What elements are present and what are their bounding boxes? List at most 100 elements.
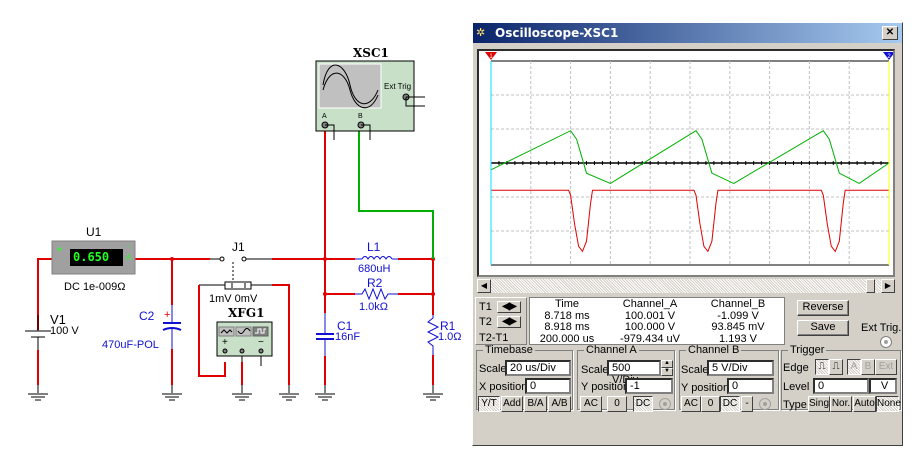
trace-channel-b	[490, 130, 890, 184]
mode-add-button[interactable]: Add	[501, 396, 523, 412]
ground-icon	[279, 393, 299, 401]
dt-channel-b: 1.193 V	[719, 332, 757, 345]
trigger-level-unit[interactable]: V	[869, 378, 897, 394]
trigger-level-input[interactable]: 0	[813, 378, 869, 394]
u1-mode: DC 1e-009Ω	[64, 281, 126, 293]
ground-icon	[423, 393, 443, 401]
oscilloscope-app-icon: ✲	[476, 26, 486, 39]
dt-channel-a: -979.434 uV	[620, 332, 680, 345]
channel-a-scale-spinner[interactable]: ▲▼	[661, 360, 673, 376]
l1-value: 680uH	[358, 263, 391, 275]
type-label: Type	[783, 399, 807, 411]
dt-time: 200.000 us	[539, 332, 595, 345]
capacitor-c2[interactable]	[162, 259, 182, 393]
title-bar[interactable]: ✲ Oscilloscope-XSC1	[473, 23, 902, 43]
arrow-left-icon: ◀	[480, 281, 488, 290]
cursor-controls: T1 ◀▶ T2 ◀▶ T2-T1	[475, 297, 527, 345]
timebase-scale-input[interactable]: 20 us/Div	[505, 360, 571, 376]
channel-a-ac-button[interactable]: AC	[580, 396, 602, 412]
mode-ab-button[interactable]: A/B	[548, 396, 571, 412]
xfg1-minus: −	[258, 337, 264, 348]
t1-channel-b: -1.099 V	[717, 309, 759, 322]
mode-yt-button[interactable]: Y/T	[478, 396, 500, 412]
ext-trig-terminal-label: Ext Trig	[384, 82, 412, 91]
resistor-r2[interactable]	[355, 287, 398, 301]
circuit-wiring	[25, 60, 443, 401]
scroll-thumb[interactable]	[866, 279, 875, 293]
spin-up-icon[interactable]: ▲	[661, 360, 673, 368]
channel-b-terminal[interactable]	[759, 398, 771, 410]
x-position-input[interactable]: 0	[525, 378, 571, 394]
trigger-source-b-button[interactable]: B	[861, 359, 875, 375]
channel-a-scale-label: Scale	[581, 364, 609, 376]
c2-label: C2	[139, 309, 155, 323]
readout-table: Time 8.718 ms 8.918 ms 200.000 us Channe…	[529, 297, 785, 345]
trigger-source-a-button[interactable]: A	[847, 359, 861, 375]
schematic-canvas[interactable]: XSC1 Ext Trig A B U1 0.650 + - A DC 1e-0…	[0, 0, 470, 446]
channel-b-ac-button[interactable]: AC	[681, 396, 701, 412]
wire-main[interactable]	[135, 257, 435, 261]
wire-v1[interactable]	[37, 258, 52, 393]
resistor-r1[interactable]	[426, 315, 440, 355]
ground-icon	[232, 393, 252, 401]
capacitor-c1[interactable]	[316, 313, 334, 356]
channel-b-ypos-input[interactable]: 0	[727, 378, 774, 394]
u1-plus: +	[57, 244, 63, 254]
trigger-single-button[interactable]: Sing.	[808, 396, 832, 412]
t2-channel-a: 100.000 V	[624, 321, 676, 333]
close-icon: ✕	[885, 27, 895, 38]
scroll-right-button[interactable]: ▶	[881, 279, 895, 293]
reverse-button[interactable]: Reverse	[797, 300, 849, 316]
mode-ba-button[interactable]: B/A	[524, 396, 547, 412]
scroll-left-button[interactable]: ◀	[477, 279, 491, 293]
j1-key-label: 1mV 0mV	[209, 293, 258, 305]
channel-a-terminal[interactable]	[659, 398, 671, 410]
ground-icon	[315, 393, 335, 401]
channel-a-ypos-input[interactable]: -1	[625, 378, 673, 394]
ext-trig-label: Ext Trig.	[861, 322, 902, 334]
oscilloscope-xsc1-symbol[interactable]	[315, 60, 425, 140]
cursor-readout: T1 ◀▶ T2 ◀▶ T2-T1 Time 8.718 ms 8.918 ms…	[475, 297, 787, 345]
ground-icon	[28, 393, 48, 401]
ammeter-u1[interactable]	[51, 240, 136, 275]
r1-label: R1	[440, 319, 456, 333]
c2-value: 470uF-POL	[102, 339, 159, 351]
wire-c1-branch[interactable]	[323, 128, 435, 393]
r2-label: R2	[367, 276, 383, 290]
header-time: Time	[554, 298, 580, 310]
v1-label: V1	[50, 312, 66, 327]
t2-time: 8.918 ms	[544, 321, 590, 333]
channel-a-zero-button[interactable]: 0	[607, 396, 627, 412]
channel-b-dc-button[interactable]: DC	[720, 396, 740, 412]
trigger-none-button[interactable]: None	[876, 396, 901, 412]
wire-channel-b[interactable]	[358, 128, 434, 259]
battery-v1[interactable]	[25, 315, 51, 350]
cursor-t1-handle	[485, 52, 497, 60]
t1-label: T1	[479, 301, 492, 313]
c2-polarity: +	[164, 309, 171, 321]
t2-channel-b: 93.845 mV	[711, 321, 765, 333]
falling-edge-button[interactable]: ⎍	[829, 359, 843, 375]
trigger-source-ext-button[interactable]: Ext	[875, 359, 897, 375]
ext-trig-terminal[interactable]	[880, 336, 892, 348]
channel-b-scale-input[interactable]: 5 V/Div	[707, 360, 774, 376]
switch-j1[interactable]	[199, 256, 272, 290]
channel-a-dc-button[interactable]: DC	[633, 396, 653, 412]
channel-b-invert-button[interactable]: -	[741, 396, 753, 412]
t2-move-button[interactable]: ◀▶	[497, 316, 521, 328]
save-button[interactable]: Save	[797, 320, 849, 336]
wire-xfg1[interactable]	[198, 284, 290, 393]
inductor-l1[interactable]	[355, 256, 398, 260]
rising-edge-button[interactable]: ⎍	[815, 359, 829, 375]
t1-move-button[interactable]: ◀▶	[497, 301, 521, 313]
channel-a-scale-input[interactable]: 500 V/Div	[607, 360, 661, 386]
spin-down-icon[interactable]: ▼	[661, 368, 673, 376]
trigger-normal-button[interactable]: Nor.	[830, 396, 852, 412]
close-button[interactable]: ✕	[882, 26, 898, 40]
function-generator-xfg1[interactable]	[216, 321, 273, 357]
horizontal-scrollbar[interactable]: ◀ ▶	[477, 279, 895, 293]
channel-b-zero-button[interactable]: 0	[701, 396, 720, 412]
trigger-auto-button[interactable]: Auto	[853, 396, 876, 412]
